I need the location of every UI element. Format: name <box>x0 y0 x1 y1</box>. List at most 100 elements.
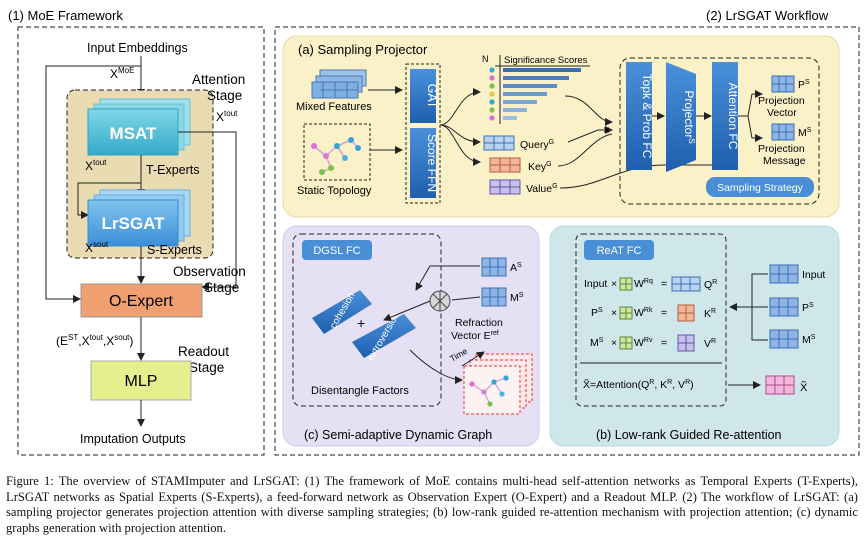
o-expert-label: O-Expert <box>109 293 174 310</box>
node-dots <box>489 67 495 121</box>
gat-label: GAT <box>425 84 439 109</box>
right-ms-grid-icon <box>769 329 799 349</box>
projection-vector-label-2: Vector <box>767 107 797 119</box>
topk-label: Topk & Prob FC <box>640 74 654 159</box>
mlp-label: MLP <box>125 373 158 390</box>
attention-formula: X̃=Attention(QR, KR, VR) <box>583 378 694 391</box>
significance-score-bars <box>503 68 581 120</box>
key-grid-icon <box>489 157 521 173</box>
moe-title: (1) MoE Framework <box>8 8 123 23</box>
row2-k-grid-icon <box>677 304 695 322</box>
panel-a-title: (a) Sampling Projector <box>298 42 428 57</box>
mlp-block <box>90 360 192 401</box>
reat-fc-badge <box>584 240 654 260</box>
arrow-attn-to-ps <box>738 90 763 117</box>
x-tilde-grid-icon <box>765 375 795 395</box>
row1-times: × <box>611 278 617 290</box>
ms-label: MS <box>798 127 812 139</box>
query-grid-icon <box>483 135 515 151</box>
x-tout-label: Xtout <box>85 158 107 173</box>
reat-frame <box>575 233 727 407</box>
mixed-features-label: Mixed Features <box>296 101 372 113</box>
input-embeddings-label: Input Embeddings <box>87 41 188 55</box>
key-label: KeyG <box>528 161 552 173</box>
sampling-strategy-frame <box>619 57 820 205</box>
est-label: (EST,Xtout,Xsout) <box>56 333 133 348</box>
row2-times: × <box>611 307 617 319</box>
projection-message-label-1: Projection <box>758 143 805 155</box>
imputation-outputs-label: Imputation Outputs <box>80 432 186 446</box>
row3-eq: = <box>661 337 667 349</box>
n-label: N <box>482 54 489 64</box>
reat-fc-label: ReAT FC <box>597 245 642 257</box>
query-label: QueryG <box>520 139 554 151</box>
dgsl-fc-badge <box>302 240 372 260</box>
figure-caption: Figure 1: The overview of STAMImputer an… <box>6 474 858 535</box>
lrsgat-title: (2) LrSGAT Workflow <box>706 8 829 23</box>
projection-vector-label-1: Projection <box>758 95 805 107</box>
moe-frame <box>17 26 265 456</box>
msat-block <box>87 108 179 156</box>
observation-stage-label-2: Stage <box>204 280 239 295</box>
arrow-query-to-topk <box>567 126 613 143</box>
attention-stage-label-2: Stage <box>207 88 242 103</box>
projection-message-label-2: Message <box>763 155 806 167</box>
arrow-ms-to-refraction <box>451 296 481 301</box>
sampling-strategy-badge <box>706 177 814 197</box>
lrsgat-block <box>87 199 179 247</box>
arrow-as-to-dgsl <box>415 265 480 291</box>
extroversion-block <box>352 314 416 358</box>
row3-times: × <box>611 337 617 349</box>
value-label: ValueG <box>526 183 558 195</box>
ps-label: PS <box>798 79 810 91</box>
msat-label: MSAT <box>110 124 158 143</box>
ms-grid-icon <box>771 123 795 141</box>
row2-eq: = <box>661 307 667 319</box>
gat-column-box <box>405 63 441 204</box>
arrow-refraction-to-dgsl <box>383 300 431 322</box>
row3-lhs: MS <box>590 337 604 349</box>
as-grid-icon <box>481 257 507 277</box>
arrow-value-to-attn <box>559 164 700 189</box>
ms-grid-icon-c <box>481 287 507 307</box>
dynamic-graph-stack <box>463 353 533 415</box>
significance-scores-label: Significance Scores <box>504 55 588 66</box>
ms-label-c: MS <box>510 292 524 304</box>
attention-fc-label: Attention FC <box>726 83 740 150</box>
row3-v-grid-icon <box>677 334 695 352</box>
value-grid-icon <box>489 179 521 195</box>
row2-w: WRk <box>634 307 653 319</box>
as-label: AS <box>510 262 522 274</box>
row1-w: WRq <box>634 278 653 290</box>
row2-lhs: PS <box>591 307 603 319</box>
t-experts-label: T-Experts <box>146 163 200 177</box>
projector-block <box>666 62 696 172</box>
row3-w: WRv <box>634 337 653 349</box>
row2-rhs: KR <box>704 308 716 320</box>
arrow-to-key <box>439 124 481 166</box>
row2-w-grid-icon <box>619 306 633 320</box>
o-expert-block <box>80 283 203 318</box>
static-topology-label: Static Topology <box>297 185 372 197</box>
arrow-attn-to-ms <box>747 115 763 142</box>
disentangle-factors-label: Disentangle Factors <box>311 385 409 397</box>
dgsl-fc-label: DGSL FC <box>313 245 360 257</box>
ps-grid-icon <box>771 75 795 93</box>
right-ps-grid-icon <box>769 297 799 317</box>
gat-block <box>410 69 436 123</box>
right-ps-label: PS <box>802 302 814 314</box>
row1-w-grid-icon <box>619 277 633 291</box>
attention-stage-label-1: Attention <box>192 72 245 87</box>
arrow-scores-to-topk <box>564 95 613 126</box>
plus-symbol: + <box>357 315 365 331</box>
row3-w-grid-icon <box>619 336 633 350</box>
readout-stage-label-1: Readout <box>178 344 229 359</box>
time-arrow <box>461 351 485 367</box>
x-sout-label: Xsout <box>85 240 109 255</box>
right-input-grid-icon <box>769 264 799 284</box>
refraction-label-2: Vector Eref <box>451 330 499 342</box>
projector-label: ProjectorS <box>682 90 696 143</box>
readout-stage-label-2: Stage <box>189 360 224 375</box>
right-input-label: Input <box>802 269 825 281</box>
sampling-strategy-label: Sampling Strategy <box>717 182 804 194</box>
